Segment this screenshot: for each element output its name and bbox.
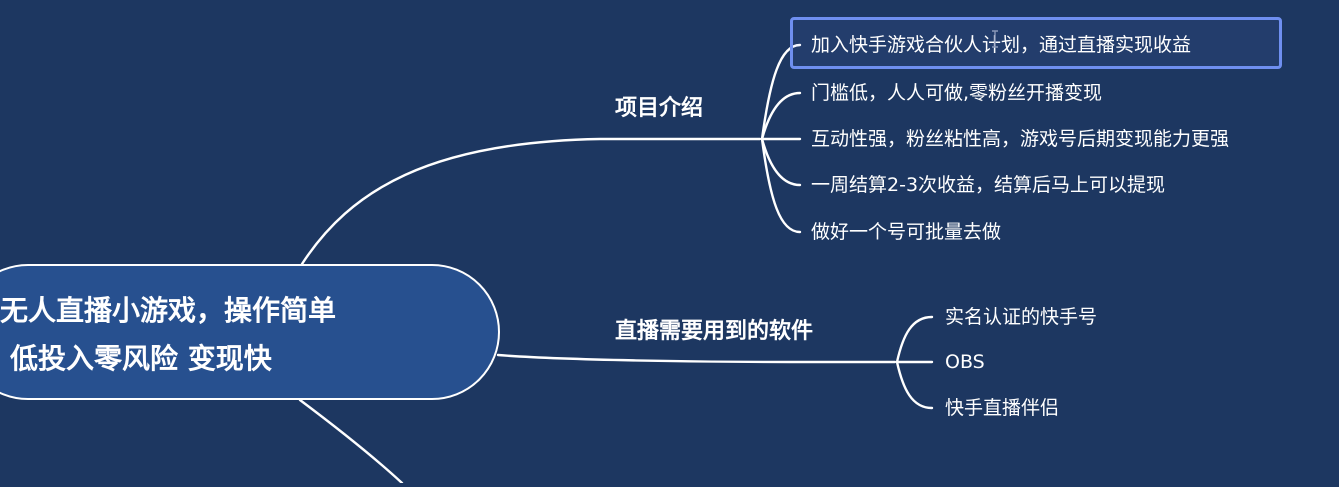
connector-branch-2-leaf-1 (895, 315, 934, 364)
leaf-project-intro-3[interactable]: 互动性强，粉丝粘性高，游戏号后期变现能力更强 (811, 128, 1230, 150)
branch-project-intro[interactable]: 项目介绍 (615, 96, 704, 121)
connector-branch-1-leaf-4 (760, 137, 802, 187)
connector-branch-1-leaf-5 (760, 137, 802, 234)
connector-root-to-branch-1 (300, 137, 762, 266)
connector-branch-1-leaf-1 (760, 43, 802, 141)
connector-root-to-branch-2 (496, 353, 897, 364)
root-title-line-2: 低投入零风险 变现快 (10, 342, 272, 375)
branch-required-software[interactable]: 直播需要用到的软件 (615, 319, 814, 344)
selected-node-highlight (790, 17, 1282, 69)
leaf-software-1[interactable]: 实名认证的快手号 (945, 306, 1098, 328)
leaf-project-intro-1[interactable]: 加入快手游戏合伙人计划，通过直播实现收益 (811, 34, 1192, 56)
root-node[interactable]: 无人直播小游戏，操作简单 低投入零风险 变现快 (0, 264, 500, 400)
leaf-project-intro-4[interactable]: 一周结算2-3次收益，结算后马上可以提现 (811, 174, 1166, 196)
leaf-project-intro-2[interactable]: 门槛低，人人可做,零粉丝开播变现 (811, 82, 1103, 104)
text-cursor-icon (992, 30, 998, 48)
connector-branch-2-leaf-3 (895, 360, 934, 410)
root-title-line-1: 无人直播小游戏，操作简单 (0, 294, 337, 327)
connector-root-to-offscreen-branch (298, 398, 404, 485)
leaf-project-intro-5[interactable]: 做好一个号可批量去做 (811, 221, 1002, 243)
connector-branch-1-leaf-2 (760, 91, 802, 141)
leaf-software-2[interactable]: OBS (945, 351, 985, 373)
leaf-software-3[interactable]: 快手直播伴侣 (945, 397, 1060, 419)
